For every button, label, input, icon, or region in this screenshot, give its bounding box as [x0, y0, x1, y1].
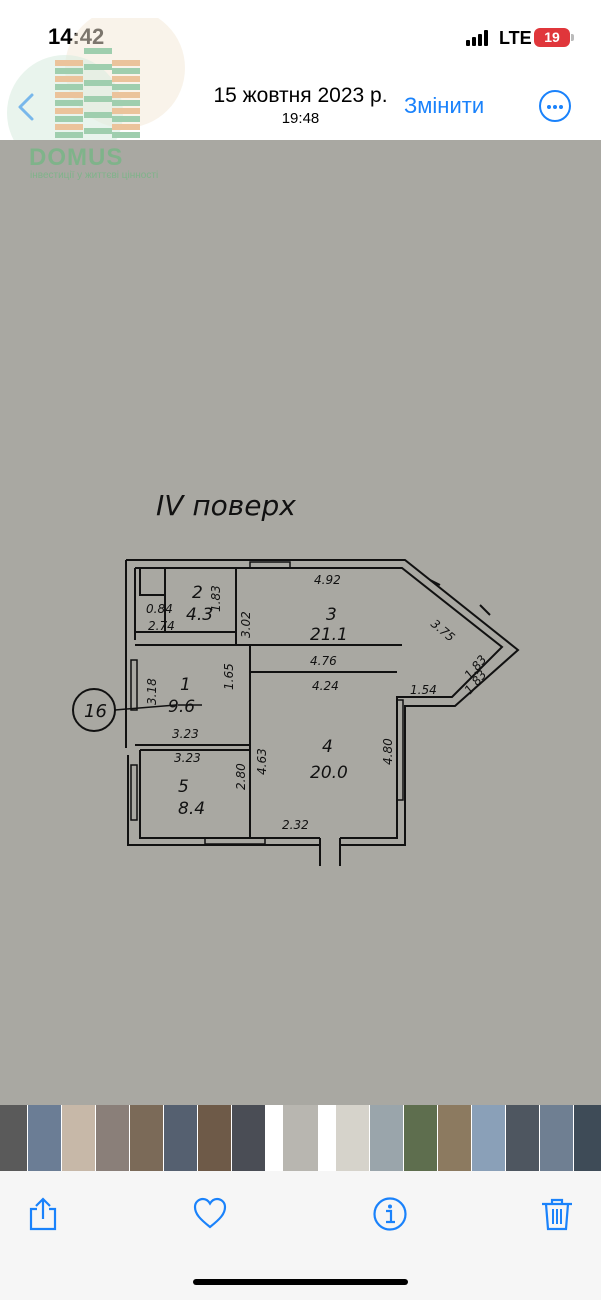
thumbnail[interactable]	[506, 1105, 539, 1171]
thumbnail[interactable]	[336, 1105, 369, 1171]
dimension-label: 4.92	[314, 573, 341, 587]
room-area: 21.1	[310, 625, 348, 645]
thumbnail-selected[interactable]	[283, 1105, 318, 1171]
info-icon[interactable]	[372, 1196, 408, 1232]
room-number: 3	[326, 605, 337, 625]
watermark-brand: DOMUS	[29, 144, 124, 171]
dimension-label: 4.63	[255, 748, 269, 775]
share-icon[interactable]	[25, 1196, 61, 1232]
thumbnail[interactable]	[232, 1105, 265, 1171]
thumbnail[interactable]	[96, 1105, 129, 1171]
dimension-label: 1.54	[410, 683, 437, 697]
room-area: 8.4	[178, 799, 205, 819]
thumbnail[interactable]	[28, 1105, 61, 1171]
dimension-label: 4.76	[310, 654, 337, 668]
dimension-label: 2.74	[148, 619, 175, 633]
thumbnail-strip[interactable]	[0, 1105, 601, 1171]
home-indicator[interactable]	[193, 1279, 408, 1285]
watermark-tagline: інвестиції у життєві цінності	[30, 170, 159, 181]
room-number: 4	[322, 737, 333, 757]
thumbnail[interactable]	[130, 1105, 163, 1171]
network-type: LTE	[499, 28, 532, 48]
photo-date: 15 жовтня 2023 р.	[213, 84, 388, 107]
battery-icon: 19	[534, 28, 570, 47]
thumbnail[interactable]	[0, 1105, 27, 1171]
room-area: 4.3	[186, 605, 213, 625]
thumbnail[interactable]	[404, 1105, 437, 1171]
room-area: 9.6	[168, 697, 195, 717]
battery-cap	[571, 34, 574, 41]
photo-time: 19:48	[281, 110, 320, 127]
dimension-label: 2.80	[234, 763, 248, 790]
dimension-label: 1.65	[222, 663, 236, 690]
room-number: 1	[180, 675, 191, 695]
dimension-label: 0.84	[146, 602, 173, 616]
thumbnail[interactable]	[198, 1105, 231, 1171]
dimension-label: 3.02	[239, 611, 253, 638]
thumbnail[interactable]	[574, 1105, 601, 1171]
edit-button[interactable]: Змінити	[404, 93, 485, 118]
thumbnail[interactable]	[438, 1105, 471, 1171]
ellipsis-circle-icon[interactable]	[539, 90, 571, 122]
dimension-label: 3.23	[174, 751, 201, 765]
bottom-toolbar	[0, 1171, 601, 1300]
dimension-label: 3.18	[145, 678, 159, 705]
dimension-label: 1.83	[209, 585, 223, 612]
thumbnail[interactable]	[164, 1105, 197, 1171]
thumbnail[interactable]	[62, 1105, 95, 1171]
thumbnail[interactable]	[472, 1105, 505, 1171]
thumbnail[interactable]	[370, 1105, 403, 1171]
dimension-label: 4.80	[381, 738, 395, 765]
signal-icon	[466, 30, 488, 46]
room-number: 2	[192, 583, 203, 603]
floor-plan-drawing: IV поверх 16 2 4.3 3 21.1 1 9.6 4 20.0 5…	[72, 489, 520, 866]
thumbnail[interactable]	[540, 1105, 573, 1171]
floor-title: IV поверх	[156, 489, 296, 522]
dimension-label: 3.75	[428, 617, 457, 645]
room-number: 5	[178, 777, 189, 797]
dimension-label: 3.23	[172, 727, 199, 741]
dimension-label: 2.32	[282, 818, 309, 832]
room-area: 20.0	[310, 763, 348, 783]
trash-icon[interactable]	[539, 1196, 575, 1232]
apartment-number: 16	[84, 701, 107, 722]
photo-viewer[interactable]: IV поверх 16 2 4.3 3 21.1 1 9.6 4 20.0 5…	[0, 140, 601, 1105]
dimension-label: 4.24	[312, 679, 339, 693]
heart-icon[interactable]	[192, 1196, 228, 1232]
